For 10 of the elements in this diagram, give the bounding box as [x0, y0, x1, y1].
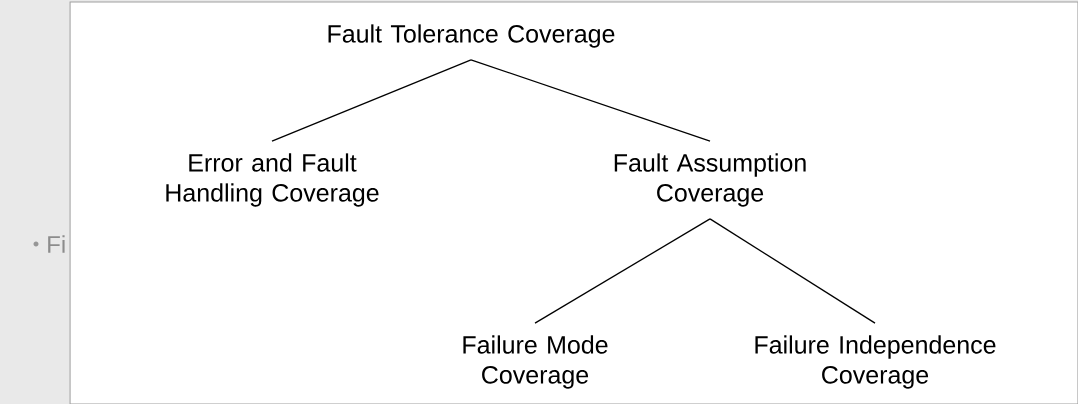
bullet-text: Fi	[48, 235, 65, 253]
connector-line	[271, 59, 472, 142]
connector-line	[534, 218, 711, 324]
node-label: Error and Fault Handling Coverage	[166, 153, 379, 207]
node-label: Fault Tolerance Coverage	[328, 24, 615, 48]
connector-line	[470, 59, 711, 142]
node-label: Failure Mode Coverage	[463, 335, 608, 389]
connector-line	[709, 218, 876, 324]
node-label: Fault Assumption Coverage	[614, 153, 806, 207]
node-label: Failure Independence Coverage	[755, 335, 996, 389]
